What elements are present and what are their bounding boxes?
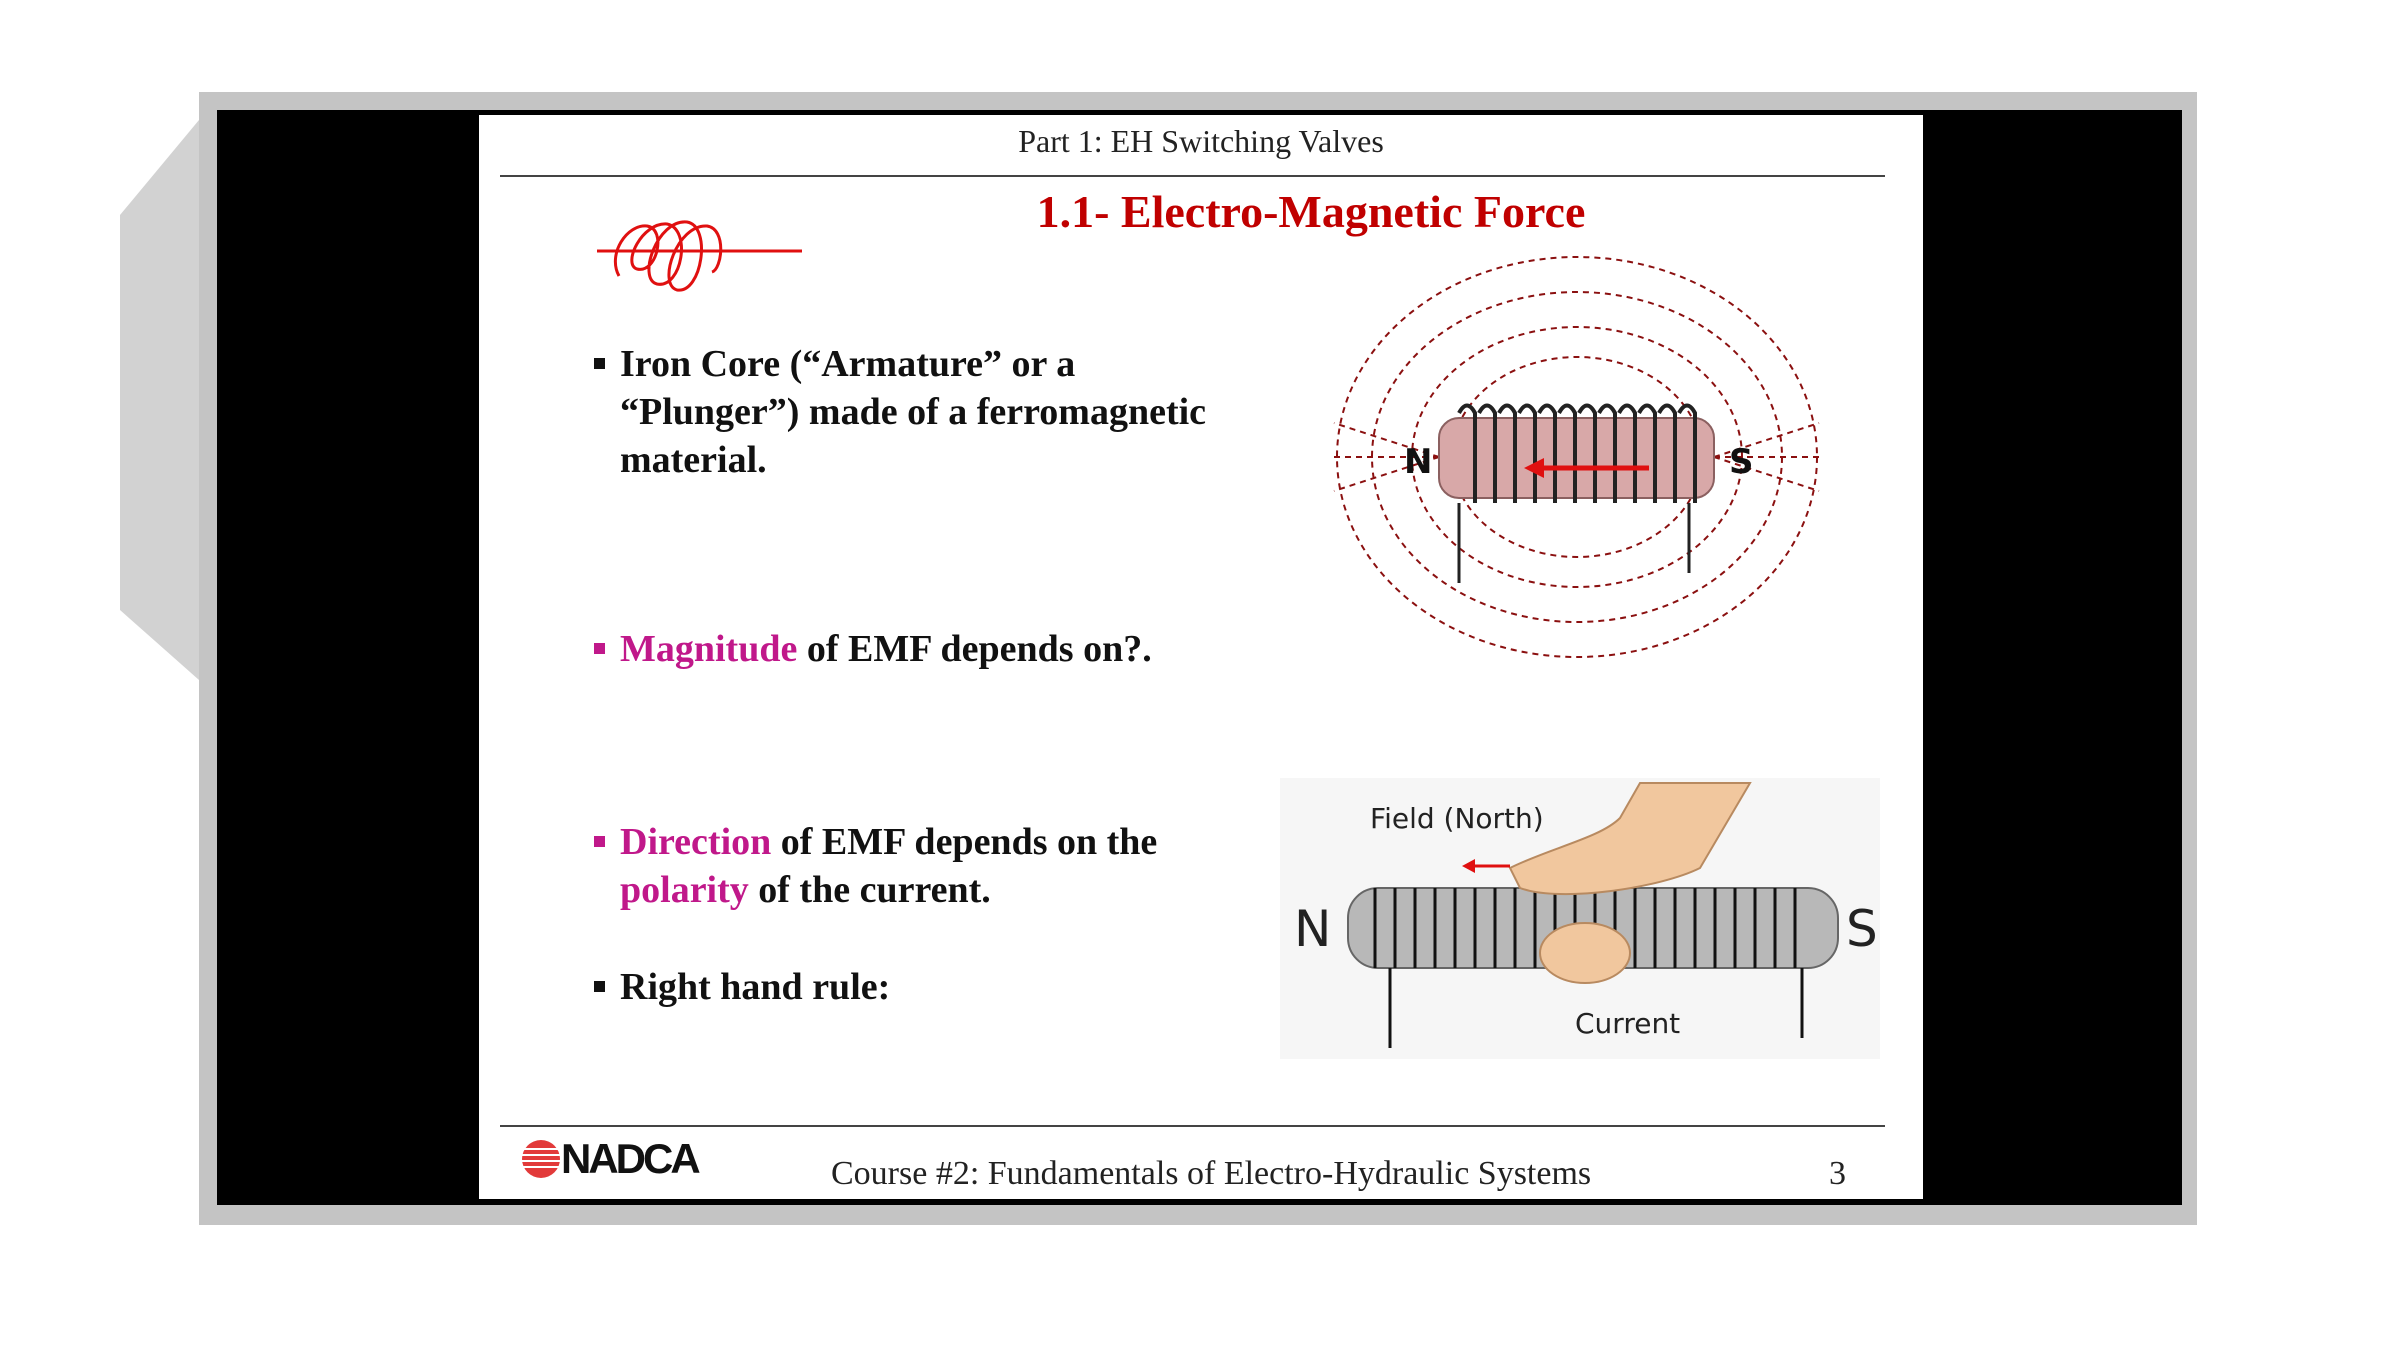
solenoid-field-diagram: N S (1333, 256, 1820, 658)
highlight-direction: Direction (620, 821, 772, 863)
handwritten-coil-annotation (597, 220, 802, 292)
bullet-text: of the current. (748, 869, 991, 911)
course-title: Course #2: Fundamentals of Electro-Hydra… (831, 1155, 1592, 1192)
bullet-direction: Direction of EMF depends on the polarity… (594, 818, 1260, 914)
field-north-label: Field (North) (1370, 802, 1544, 835)
bullet-text: Iron Core (“Armature” or a “Plunger”) ma… (620, 343, 1207, 481)
slide: Part 1: EH Switching Valves 1.1- Electro… (479, 115, 1923, 1199)
nadca-logo-text: NADCA (561, 1135, 701, 1182)
slide-header: Part 1: EH Switching Valves (1018, 123, 1384, 159)
bullet-text: of EMF depends on the (771, 821, 1158, 863)
header-divider (500, 175, 1885, 177)
footer-divider (500, 1125, 1885, 1127)
right-hand-rule-diagram: Field (North) Current N S (1280, 778, 1880, 1059)
highlight-magnitude: Magnitude (620, 628, 798, 670)
slide-title: 1.1- Electro-Magnetic Force (1036, 186, 1586, 237)
bullet-text: Right hand rule: (620, 966, 891, 1008)
south-pole-label: S (1729, 442, 1754, 482)
south-label: S (1846, 900, 1878, 958)
bullet-right-hand-rule: Right hand rule: (594, 963, 1260, 1011)
nadca-logo: NADCA (521, 1135, 701, 1183)
north-label: N (1294, 900, 1331, 958)
north-pole-label: N (1404, 442, 1432, 482)
bullet-iron-core: Iron Core (“Armature” or a “Plunger”) ma… (594, 340, 1260, 484)
nadca-logo-mark (521, 1140, 561, 1178)
bullet-magnitude: Magnitude of EMF depends on?. (594, 625, 1320, 673)
current-label: Current (1575, 1007, 1680, 1040)
highlight-polarity: polarity (620, 869, 749, 911)
page-number: 3 (1829, 1155, 1846, 1192)
bullet-text: of EMF depends on?. (797, 628, 1152, 670)
